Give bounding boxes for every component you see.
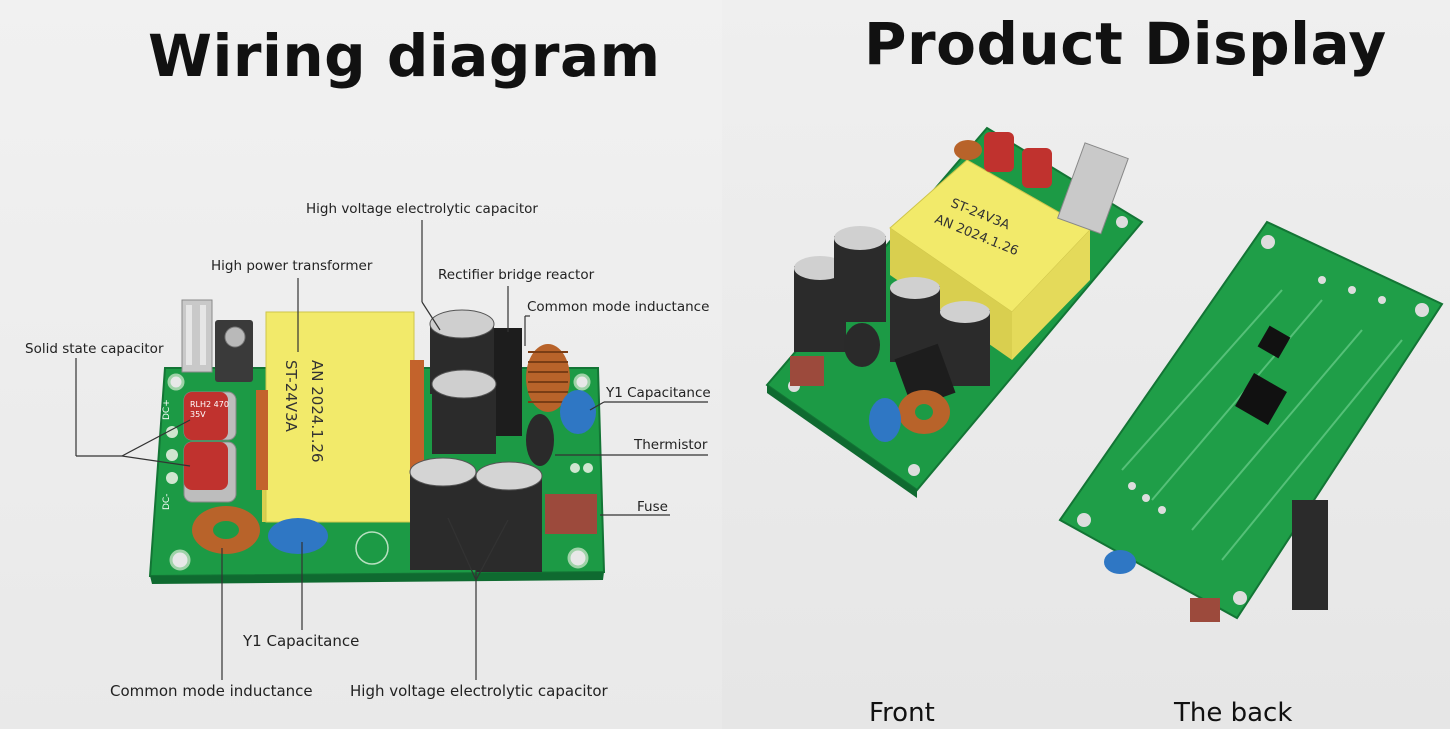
front-board bbox=[765, 126, 1144, 498]
product-display-panel: Product Display bbox=[722, 0, 1450, 729]
transformer bbox=[256, 311, 424, 523]
rectifier-bridge bbox=[492, 328, 522, 436]
wiring-diagram-panel: Wiring diagram bbox=[0, 0, 722, 729]
label-hv-capacitor-top: High voltage electrolytic capacitor bbox=[306, 201, 538, 217]
label-high-power-transformer: High power transformer bbox=[211, 258, 373, 274]
product-display-title: Product Display bbox=[864, 10, 1387, 78]
wiring-diagram-title: Wiring diagram bbox=[148, 22, 661, 90]
label-hv-capacitor-bottom: High voltage electrolytic capacitor bbox=[350, 682, 608, 700]
label-rectifier-bridge: Rectifier bridge reactor bbox=[438, 267, 595, 283]
y1-capacitor-right bbox=[560, 390, 596, 434]
leader-lines bbox=[75, 220, 708, 680]
solid-state-capacitors bbox=[183, 391, 237, 503]
label-y1-capacitance-bottom: Y1 Capacitance bbox=[243, 632, 360, 650]
fuse bbox=[545, 494, 597, 534]
wiring-board-illustration bbox=[75, 220, 708, 680]
label-cm-inductance-bottom: Common mode inductance bbox=[110, 682, 313, 700]
cm-inductor-top bbox=[526, 344, 570, 412]
solid-cap-marking: RLH2 470 35V bbox=[190, 400, 229, 419]
hv-capacitors-top bbox=[429, 309, 497, 454]
transformer-marking-2: AN 2024.1.26 bbox=[308, 360, 326, 463]
label-solid-state-capacitor: Solid state capacitor bbox=[25, 341, 164, 357]
output-terminal-dc-minus: DC- bbox=[162, 493, 172, 510]
label-fuse: Fuse bbox=[637, 499, 668, 515]
y1-capacitor-bottom bbox=[268, 518, 328, 554]
cm-inductor-bottom bbox=[192, 506, 260, 554]
caption-front: Front bbox=[869, 698, 935, 728]
transformer-marking-1: ST-24V3A bbox=[282, 360, 300, 432]
output-terminal-dc-plus: DC+ bbox=[162, 399, 172, 420]
thermistor bbox=[526, 414, 554, 466]
heatsink bbox=[181, 299, 253, 382]
label-cm-inductance-top: Common mode inductance bbox=[527, 299, 710, 315]
hv-capacitors-bottom bbox=[409, 457, 543, 572]
label-y1-capacitance-right: Y1 Capacitance bbox=[606, 385, 711, 401]
label-thermistor: Thermistor bbox=[634, 437, 708, 453]
caption-the-back: The back bbox=[1174, 698, 1293, 728]
back-board bbox=[1058, 220, 1444, 622]
product-photos bbox=[765, 126, 1444, 622]
